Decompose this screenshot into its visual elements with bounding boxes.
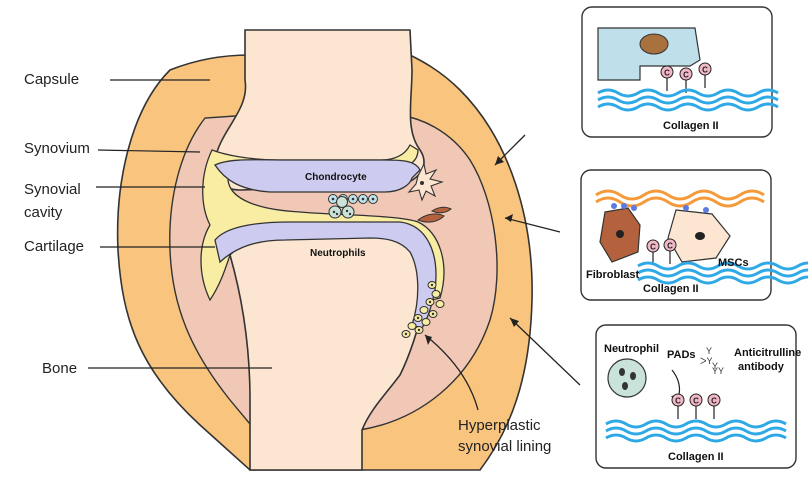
panel-middle: Fibroblast MSCs Collagen II (581, 170, 808, 300)
chondrocyte-label: Chondrocyte (305, 172, 367, 183)
chondrocyte-cluster (329, 195, 378, 204)
neutrophils-label: Neutrophils (310, 248, 366, 259)
synovium-label: Synovium (24, 140, 90, 157)
fibroblast-label: Fibroblast (586, 269, 640, 281)
collagen-label-middle: Collagen II (643, 283, 699, 295)
svg-text:ᐳY: ᐳY (700, 356, 713, 366)
pads-label: PADs (667, 349, 696, 361)
joint: Chondrocyte Neutrophils (118, 30, 532, 470)
synovial-cavity-label-line1: Synovial (24, 181, 81, 198)
hyperplastic-label-line1: Hyperplastic (458, 417, 541, 434)
neutrophil-cell (608, 359, 646, 397)
anticitrulline-label-line2: antibody (738, 361, 785, 373)
svg-text:Y: Y (706, 346, 712, 356)
capsule-label: Capsule (24, 71, 79, 88)
neutrophil-label: Neutrophil (604, 343, 659, 355)
bone-label: Bone (42, 360, 77, 377)
svg-text:YY: YY (712, 366, 724, 376)
anticitrulline-label-line1: Anticitrulline (734, 347, 801, 359)
mscs-label: MSCs (718, 257, 749, 269)
hyperplastic-label-line2: synovial lining (458, 438, 551, 455)
panel-top: Collagen II (582, 7, 778, 137)
cartilage-label: Cartilage (24, 238, 84, 255)
synovial-cavity-label-line2: cavity (24, 204, 63, 221)
nucleus-top (640, 34, 668, 54)
collagen-label-top: Collagen II (663, 120, 719, 132)
collagen-label-bottom: Collagen II (668, 451, 724, 463)
